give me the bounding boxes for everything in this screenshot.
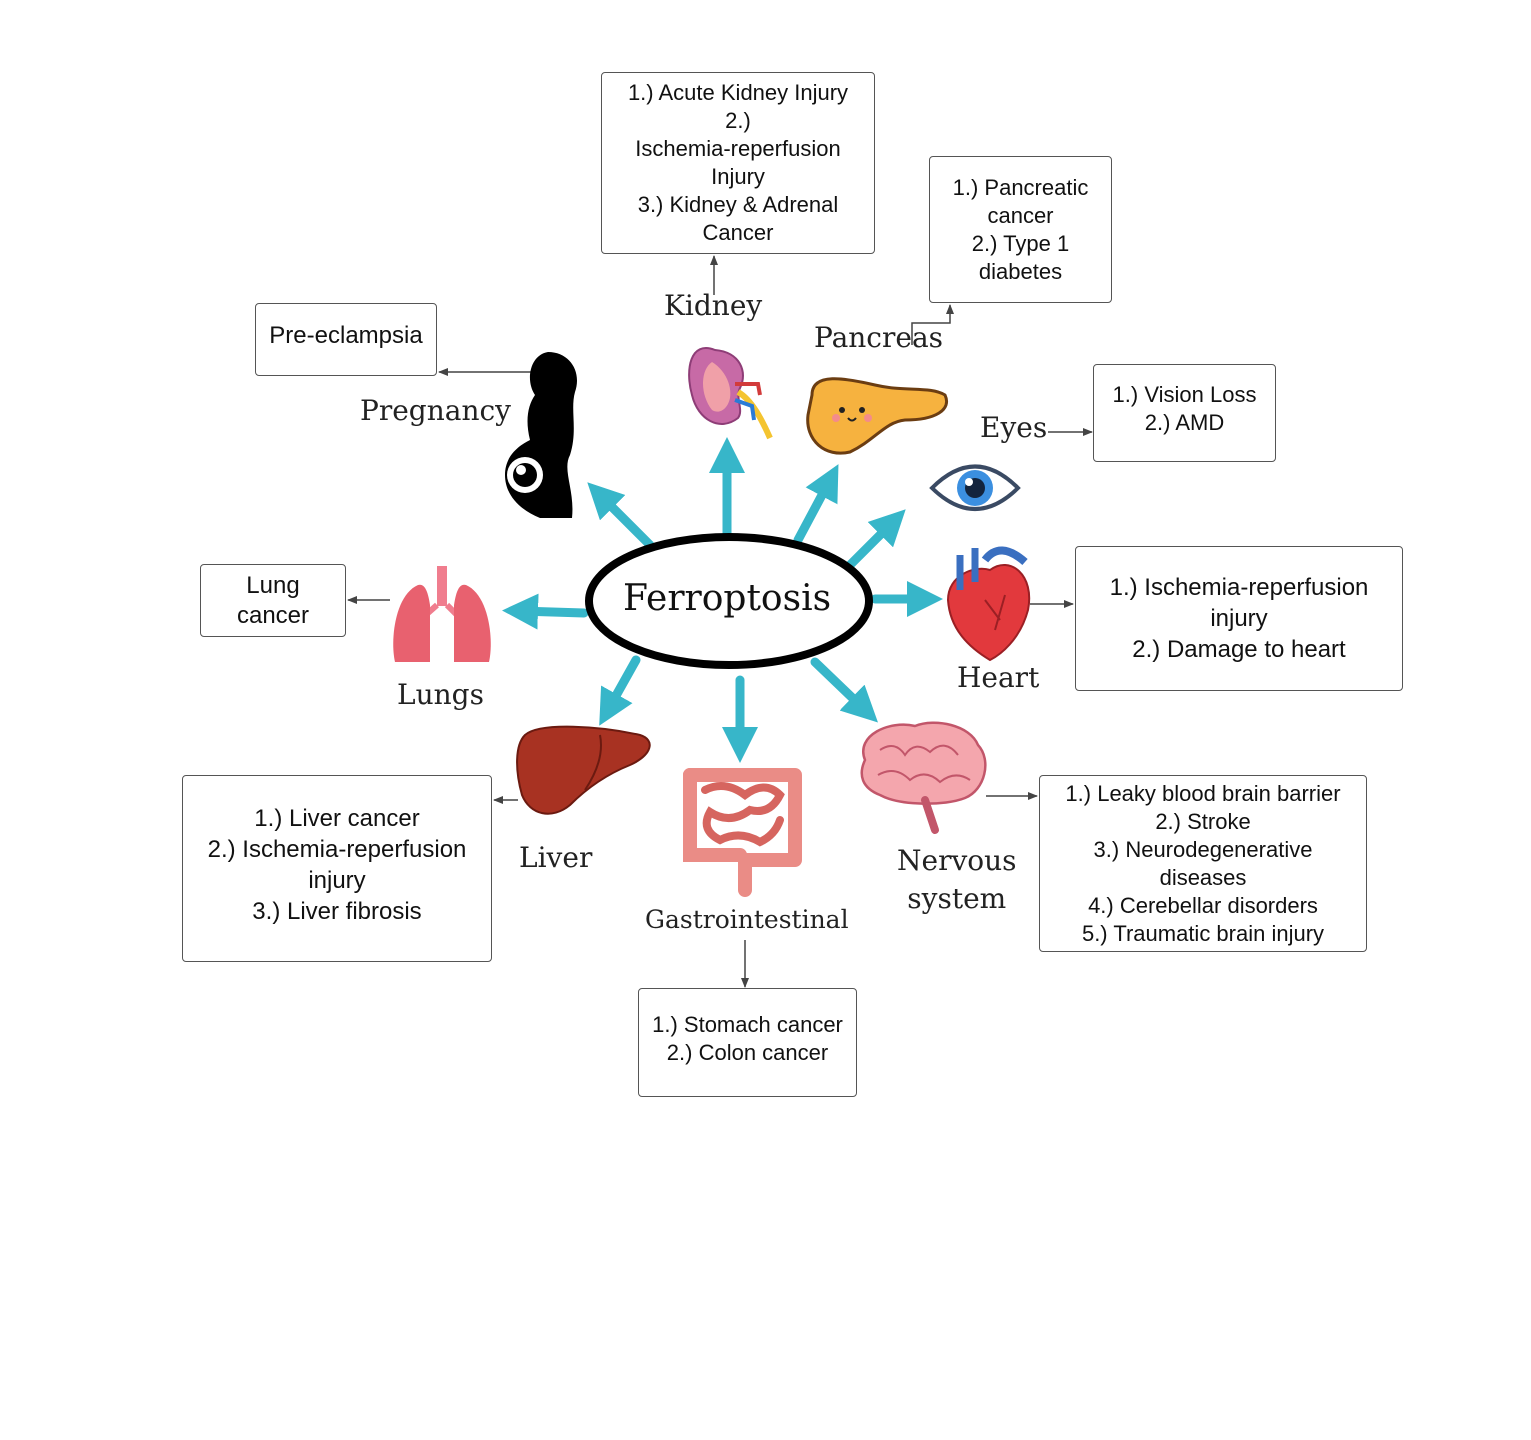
condition-item: 1.) Liver cancer [254,805,420,832]
conditions-box-pancreas: 1.) Pancreatic cancer 2.) Type 1 diabete… [929,156,1112,303]
liver-icon [516,725,651,815]
condition-item: 1.) Acute Kidney Injury [627,80,849,105]
connector-pancreas [911,304,954,345]
condition-item: cancer [987,202,1054,228]
arrow-to-lungs [502,593,589,630]
label-lungs: Lungs [397,678,484,711]
kidney-icon [688,347,773,440]
condition-item: 2.) Stroke [1155,808,1251,834]
label-nervous-system: Nervous system [897,842,1017,918]
condition-item: 3.) Liver fibrosis [252,898,422,925]
lungs-icon [393,566,491,662]
condition-item: Injury [711,164,765,189]
pancreas-icon [806,377,948,455]
label-kidney: Kidney [664,289,763,322]
center-ellipse [585,533,873,669]
conditions-box-kidney: 1.) Acute Kidney Injury 2.) Ischemia-rep… [601,72,875,254]
center-label: Ferroptosis [623,578,832,619]
condition-item: 2.) AMD [1144,410,1225,435]
label-heart: Heart [957,661,1040,694]
condition-item: 2.) Damage to heart [1132,636,1346,663]
arrow-to-nervous [810,657,878,723]
condition-item: injury [308,867,366,894]
conditions-box-lungs: Lung cancer [200,564,346,637]
conditions-box-eyes: 1.) Vision Loss 2.) AMD [1093,364,1276,462]
condition-item: 1.) Vision Loss [1112,382,1257,407]
conditions-box-nervous-system: 1.) Leaky blood brain barrier 2.) Stroke… [1039,775,1367,952]
label-gastrointestinal: Gastrointestinal [645,905,849,934]
label-nervous-line-2: system [907,882,1007,915]
arrow-to-pancreas [793,464,839,545]
condition-item: 2.) Ischemia-reperfusion [207,836,467,863]
condition-item: diabetes [978,258,1063,284]
eye-icon [929,464,1021,511]
label-nervous-line-1: Nervous [897,844,1017,877]
conditions-box-heart: 1.) Ischemia-reperfusion injury 2.) Dama… [1075,546,1403,691]
condition-item: Pre-eclampsia [269,322,423,349]
label-eyes: Eyes [980,411,1048,444]
conditions-box-pregnancy: Pre-eclampsia [255,303,437,376]
condition-item: 2.) Colon cancer [666,1040,829,1065]
condition-item: 1.) Ischemia-reperfusion [1109,574,1369,601]
condition-item: 2.) [725,108,751,133]
conditions-box-liver: 1.) Liver cancer 2.) Ischemia-reperfusio… [182,775,492,962]
arrow-to-eyes [840,509,906,575]
condition-item: Ischemia-reperfusion [635,136,841,161]
condition-item: Lung [246,571,300,599]
condition-item: 1.) Leaky blood brain barrier [1065,780,1341,806]
condition-item: 4.) Cerebellar disorders [1088,892,1318,918]
condition-item: 2.) Type 1 [971,230,1070,256]
condition-item: 3.) Kidney & Adrenal [637,192,839,217]
arrow-to-pregnancy [587,482,655,550]
condition-item: 1.) Pancreatic [952,174,1089,200]
label-liver: Liver [519,841,593,874]
condition-item: 5.) Traumatic brain injury [1081,920,1325,946]
heart-icon [946,546,1031,662]
arrow-to-liver [599,655,641,726]
condition-item: 1.) Stomach cancer [652,1012,843,1037]
condition-item: 3.) Neurodegenerative [1093,836,1313,862]
conditions-box-gastrointestinal: 1.) Stomach cancer 2.) Colon cancer [638,988,857,1097]
brain-icon [860,721,987,834]
condition-item: injury [1210,605,1268,632]
intestine-icon [683,768,802,897]
label-pregnancy: Pregnancy [360,394,511,427]
pregnant-woman-icon [505,352,577,518]
condition-item: diseases [1159,864,1247,890]
condition-item: Cancer [702,220,774,245]
label-pancreas: Pancreas [814,321,944,354]
condition-item: cancer [236,601,310,629]
